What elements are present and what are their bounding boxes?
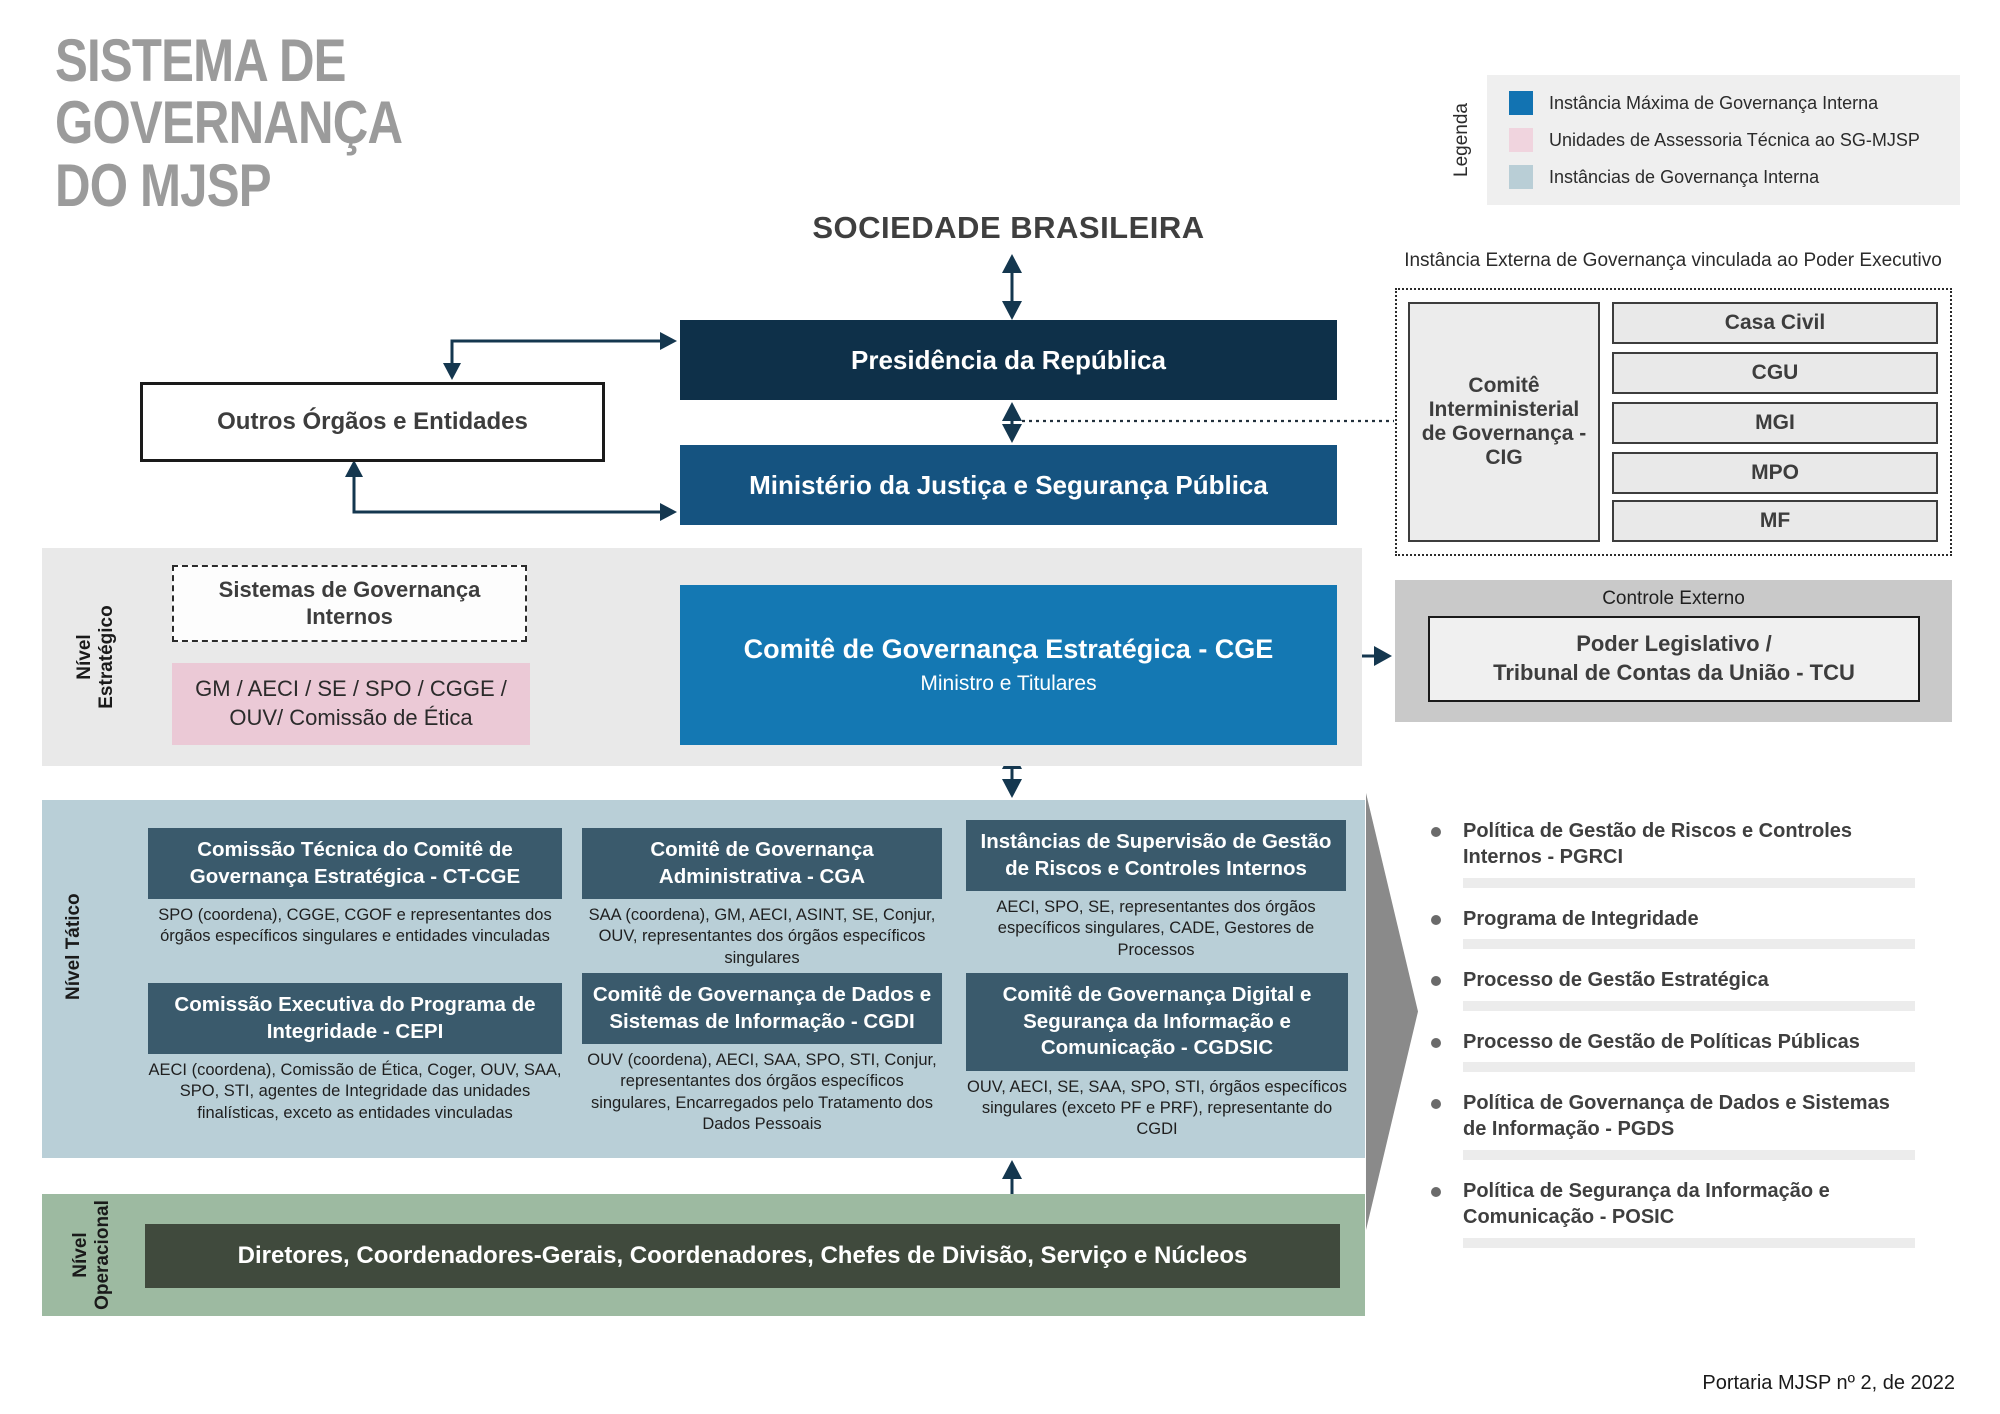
legend-swatch-internal-governance bbox=[1509, 165, 1533, 189]
connector-otherbodies-ministry bbox=[345, 460, 677, 521]
committee-members: SPO (coordena), CGGE, CGOF e representan… bbox=[158, 906, 552, 946]
bullet-icon bbox=[1431, 1037, 1441, 1048]
divider bbox=[1463, 1061, 1915, 1072]
external-body-casa-civil: Casa Civil bbox=[1612, 302, 1938, 344]
committee-title: Comissão Técnica do Comitê de Governança… bbox=[148, 828, 562, 900]
list-item: Política de Gestão de Riscos e Controles… bbox=[1415, 818, 1915, 888]
list-item: Processo de Gestão Estratégica bbox=[1415, 967, 1915, 1011]
cge-title: Comitê de Governança Estratégica - CGE bbox=[743, 634, 1274, 664]
committee-ct-cge: Comissão Técnica do Comitê de Governança… bbox=[148, 828, 562, 948]
page-title-line: GOVERNANÇA bbox=[55, 89, 403, 157]
bullet-icon bbox=[1431, 1186, 1441, 1197]
ministry-box: Ministério da Justiça e Segurança Públic… bbox=[680, 445, 1337, 525]
committee-cgdsic: Comitê de Governança Digital e Segurança… bbox=[966, 973, 1348, 1140]
external-instance-container bbox=[1395, 288, 1952, 556]
strategic-level-label: Nível Estratégico bbox=[74, 605, 117, 709]
legend-item: Unidades de Assessoria Técnica ao SG-MJS… bbox=[1509, 128, 1960, 152]
outputs-list: Política de Gestão de Riscos e Controles… bbox=[1415, 818, 1915, 1248]
committee-title: Comitê de Governança Administrativa - CG… bbox=[582, 828, 942, 900]
other-bodies-box: Outros Órgãos e Entidades bbox=[140, 382, 605, 462]
external-body-mf: MF bbox=[1612, 500, 1938, 542]
output-label: Programa de Integridade bbox=[1463, 907, 1699, 930]
advisory-units-box: GM / AECI / SE / SPO / CGGE / OUV/ Comis… bbox=[172, 663, 530, 745]
divider bbox=[1463, 1237, 1915, 1248]
external-control-box: Poder Legislativo / Tribunal de Contas d… bbox=[1428, 616, 1920, 702]
divider bbox=[1463, 939, 1915, 950]
bullet-icon bbox=[1431, 827, 1441, 837]
committee-cgdi: Comitê de Governança de Dados e Sistemas… bbox=[582, 973, 942, 1135]
presidency-box: Presidência da República bbox=[680, 320, 1337, 400]
bullet-icon bbox=[1431, 914, 1441, 925]
divider bbox=[1463, 877, 1915, 888]
operational-box: Diretores, Coordenadores-Gerais, Coorden… bbox=[145, 1224, 1340, 1288]
divider bbox=[1463, 1149, 1915, 1160]
committee-title: Instâncias de Supervisão de Gestão de Ri… bbox=[966, 820, 1346, 892]
output-label: Processo de Gestão Estratégica bbox=[1463, 969, 1769, 992]
legend-item: Instância Máxima de Governança Interna bbox=[1509, 91, 1960, 115]
external-body-mgi: MGI bbox=[1612, 402, 1938, 444]
legend-item-label: Unidades de Assessoria Técnica ao SG-MJS… bbox=[1549, 129, 1920, 150]
bullet-icon bbox=[1431, 976, 1441, 987]
output-label: Política de Segurança da Informação e Co… bbox=[1463, 1179, 1830, 1229]
external-body-cgu: CGU bbox=[1612, 352, 1938, 394]
legend-swatch-advisory-units bbox=[1509, 128, 1533, 152]
arrow-presidency-ministry bbox=[1002, 402, 1022, 443]
committee-title: Comitê de Governança de Dados e Sistemas… bbox=[582, 973, 942, 1045]
legend-item-label: Instâncias de Governança Interna bbox=[1549, 166, 1820, 187]
legend: Instância Máxima de Governança Interna U… bbox=[1487, 75, 1960, 205]
legend-title: Legenda bbox=[1451, 103, 1472, 177]
list-item: Programa de Integridade bbox=[1415, 906, 1915, 950]
committee-title: Comitê de Governança Digital e Segurança… bbox=[966, 973, 1348, 1071]
legend-swatch-max-governance bbox=[1509, 91, 1533, 115]
committee-cga: Comitê de Governança Administrativa - CG… bbox=[582, 828, 942, 969]
footer-reference: Portaria MJSP nº 2, de 2022 bbox=[1702, 1372, 1955, 1394]
output-label: Política de Gestão de Riscos e Controles… bbox=[1463, 820, 1853, 869]
page-title-line: DO MJSP bbox=[55, 151, 272, 219]
cig-box: Comitê Interministerial de Governança - … bbox=[1408, 302, 1600, 542]
bullet-icon bbox=[1431, 1098, 1441, 1109]
legend-item: Instâncias de Governança Interna bbox=[1509, 165, 1960, 189]
committee-title: Comissão Executiva do Programa de Integr… bbox=[148, 983, 562, 1055]
list-item: Processo de Gestão de Políticas Públicas bbox=[1415, 1029, 1915, 1072]
output-label: Processo de Gestão de Políticas Públicas bbox=[1463, 1030, 1860, 1053]
page-title-line: SISTEMA DE bbox=[55, 27, 346, 94]
committee-members: SAA (coordena), GM, AECI, ASINT, SE, Con… bbox=[588, 906, 936, 967]
committee-cepi: Comissão Executiva do Programa de Integr… bbox=[148, 983, 562, 1124]
committee-members: OUV (coordena), AECI, SAA, SPO, STI, Con… bbox=[587, 1051, 937, 1133]
tactical-level-label: Nível Tático bbox=[63, 893, 85, 1000]
page-title: SISTEMA DE GOVERNANÇA DO MJSP bbox=[55, 27, 478, 219]
internal-governance-systems-box: Sistemas de Governança Internos bbox=[172, 565, 527, 642]
outputs-chevron-icon bbox=[1366, 793, 1418, 1230]
external-control-title: Controle Externo bbox=[1602, 588, 1745, 609]
legend-item-label: Instância Máxima de Governança Interna bbox=[1549, 92, 1879, 113]
cge-subtitle: Ministro e Titulares bbox=[920, 672, 1097, 695]
output-label: Política de Governança de Dados e Sistem… bbox=[1463, 1091, 1890, 1141]
committee-members: AECI (coordena), Comissão de Ética, Coge… bbox=[148, 1061, 562, 1122]
external-instance-title: Instância Externa de Governança vinculad… bbox=[1404, 250, 1942, 271]
cge-box: Comitê de Governança Estratégica - CGE M… bbox=[680, 585, 1337, 745]
list-item: Política de Governança de Dados e Sistem… bbox=[1415, 1090, 1915, 1160]
connector-otherbodies-presidency bbox=[443, 332, 677, 380]
committee-members: OUV, AECI, SE, SAA, SPO, STI, órgãos esp… bbox=[967, 1077, 1347, 1139]
society-label: SOCIEDADE BRASILEIRA bbox=[812, 210, 1205, 245]
external-body-mpo: MPO bbox=[1612, 452, 1938, 494]
divider bbox=[1463, 1000, 1915, 1011]
list-item: Política de Segurança da Informação e Co… bbox=[1415, 1178, 1915, 1248]
arrow-society-presidency bbox=[1002, 254, 1022, 320]
operational-level-label: Nível Operacional bbox=[70, 1200, 113, 1310]
committee-members: AECI, SPO, SE, representantes dos órgãos… bbox=[996, 898, 1316, 959]
committee-supervision-instances: Instâncias de Supervisão de Gestão de Ri… bbox=[966, 820, 1346, 961]
